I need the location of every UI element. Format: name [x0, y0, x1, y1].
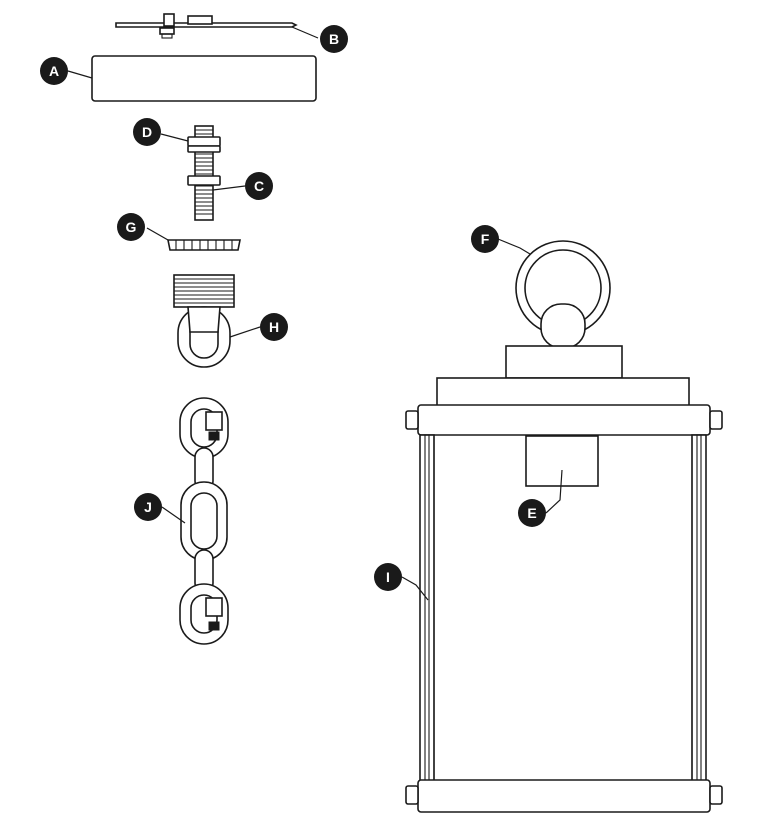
svg-text:H: H — [269, 319, 279, 335]
svg-text:D: D — [142, 124, 152, 140]
svg-text:C: C — [254, 178, 264, 194]
svg-text:B: B — [329, 31, 339, 47]
part-a-canopy — [91, 55, 317, 102]
callout-j: J — [134, 493, 162, 521]
part-j-chain — [179, 397, 229, 645]
part-f-lantern-loop — [505, 240, 623, 379]
leader-lines — [67, 26, 563, 601]
part-g-locking-ring — [167, 239, 241, 251]
callout-b: B — [320, 25, 348, 53]
callout-c: C — [245, 172, 273, 200]
svg-text:G: G — [126, 219, 137, 235]
part-i-lantern-body — [405, 377, 723, 813]
callout-d: D — [133, 118, 161, 146]
svg-text:E: E — [527, 505, 536, 521]
svg-text:J: J — [144, 499, 152, 515]
callout-h: H — [260, 313, 288, 341]
callout-a: A — [40, 57, 68, 85]
part-d-hex-nut — [187, 136, 221, 186]
callout-f: F — [471, 225, 499, 253]
callout-e: E — [518, 499, 546, 527]
callout-g: G — [117, 213, 145, 241]
svg-text:A: A — [49, 63, 59, 79]
svg-text:F: F — [481, 231, 490, 247]
svg-text:I: I — [386, 569, 390, 585]
part-b-mounting-bracket — [115, 13, 298, 39]
callout-i: I — [374, 563, 402, 591]
part-h-loop-coupling — [173, 274, 235, 368]
